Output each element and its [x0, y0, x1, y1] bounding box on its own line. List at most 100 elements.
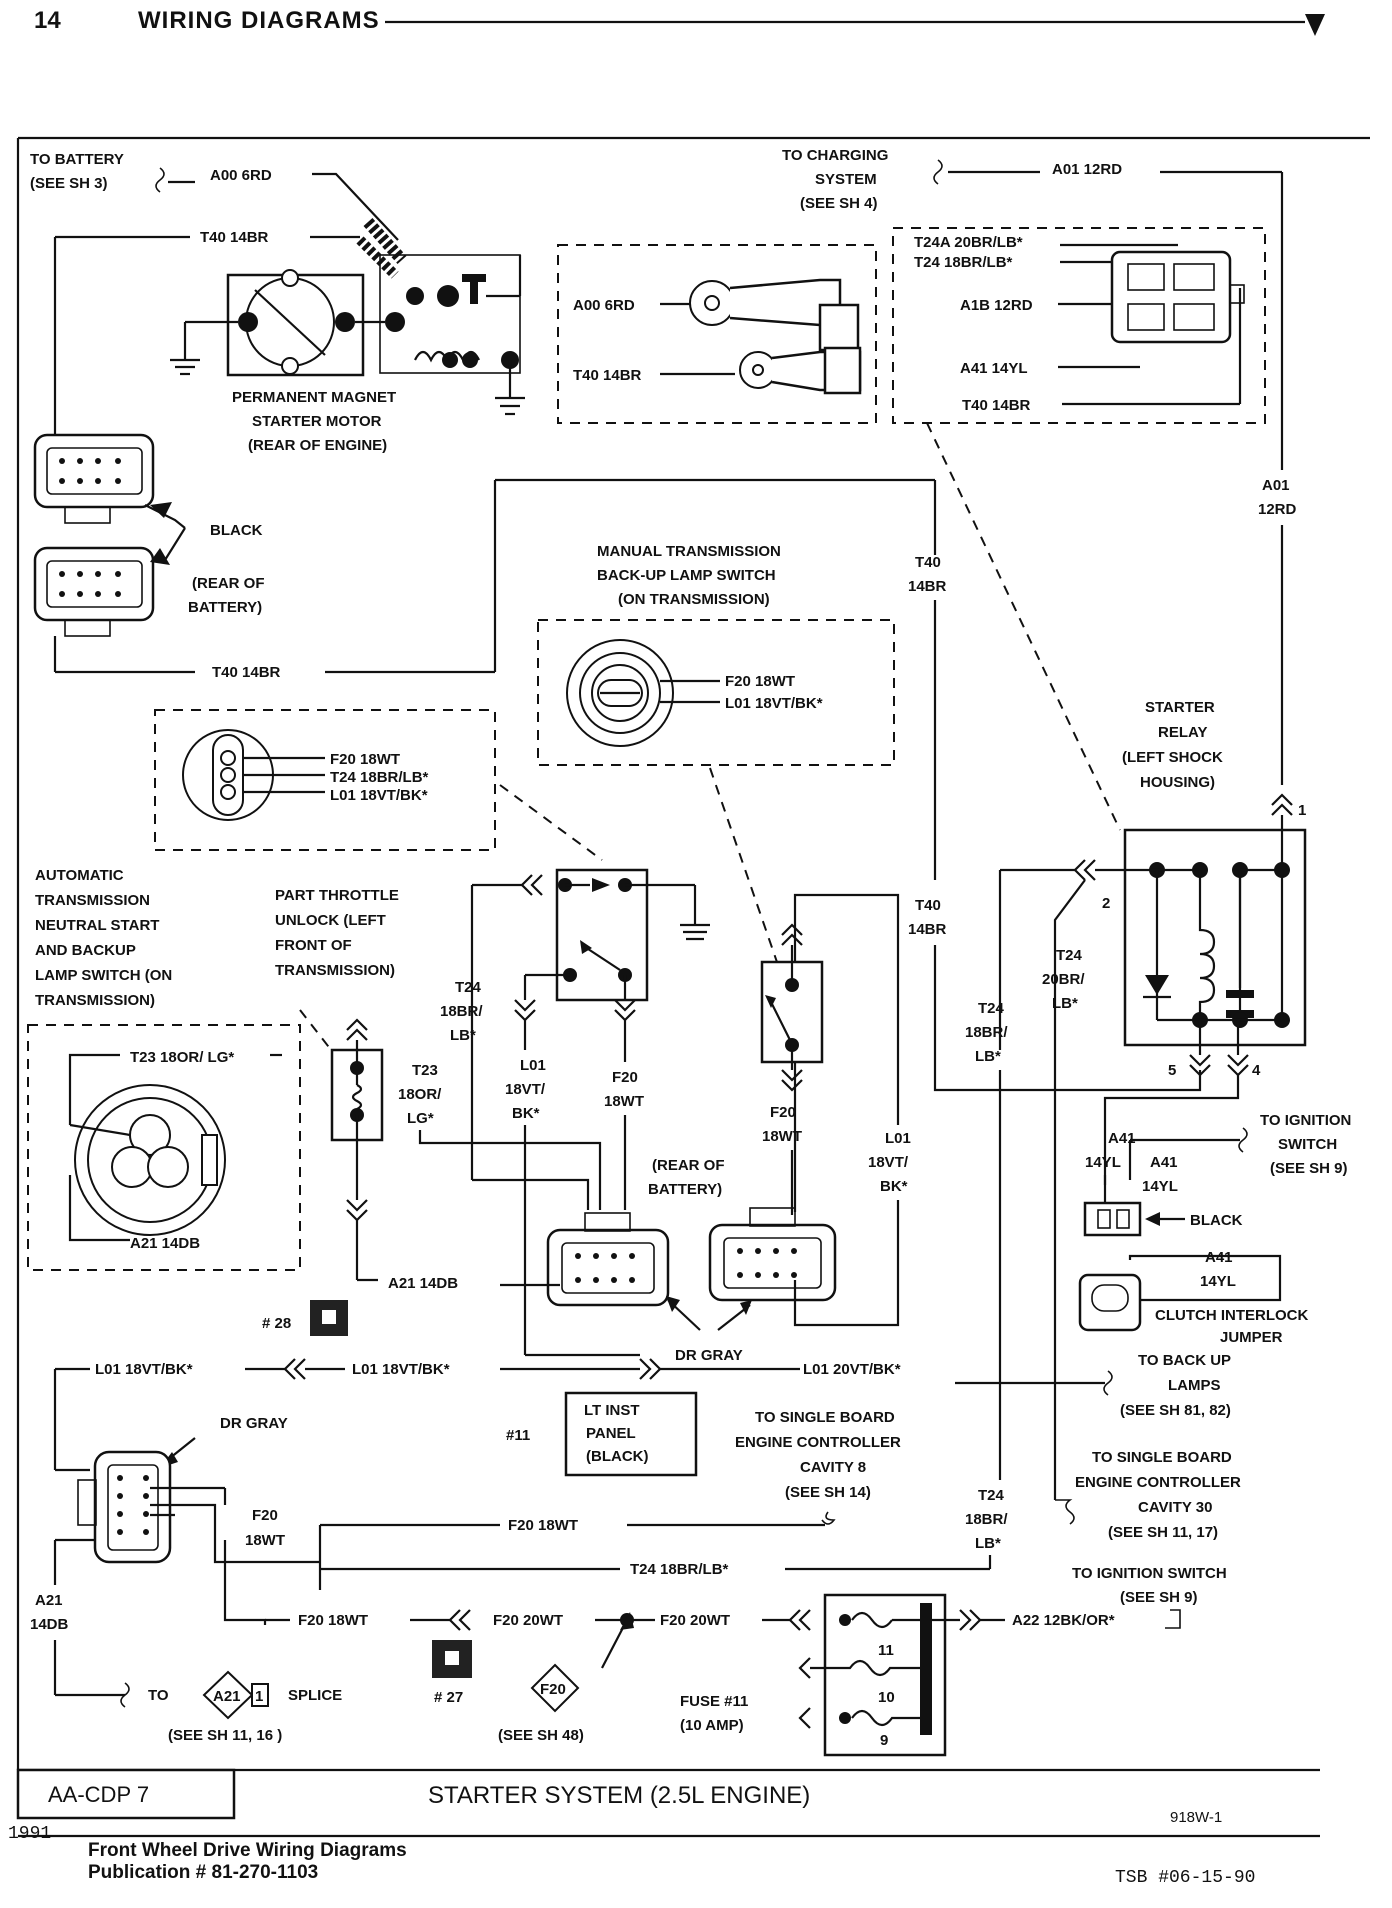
a22-label: A22 12BK/OR*: [1012, 1612, 1115, 1629]
footer: AA-CDP 7 STARTER SYSTEM (2.5L ENGINE) 91…: [8, 1768, 1320, 1888]
ptu-label-3: FRONT OF: [275, 937, 352, 954]
l01-bottom-run: L01 18VT/BK* L01 18VT/BK* L01 20VT/BK* T…: [53, 1352, 1231, 1472]
to-ign-label-4: TO IGNITION SWITCH: [1072, 1565, 1227, 1582]
a21-mid-label: A21 14DB: [388, 1275, 458, 1292]
t24-center-label-b: 18BR/: [440, 1003, 483, 1020]
relay-coil-icon: [1198, 870, 1216, 1020]
t24-18-label: T24 18BR/LB*: [914, 254, 1013, 271]
a41-label-a: A41: [1108, 1130, 1136, 1147]
sbec2-label-2: ENGINE CONTROLLER: [1075, 1474, 1241, 1491]
battery-cable-icon: [363, 217, 407, 265]
auto-switch-group: F20 18WT T24 18BR/LB* L01 18VT/BK*: [154, 709, 496, 851]
pm-motor-label-3: (REAR OF ENGINE): [248, 437, 387, 454]
starter-motor-group: TO BATTERY (SEE SH 3) A00 6RD T40 14BR: [30, 151, 525, 454]
t23-dashed-box: [27, 1024, 301, 1271]
auto-label-1: AUTOMATIC: [35, 867, 124, 884]
auto-label-5: LAMP SWITCH (ON: [35, 967, 172, 984]
dr-gray-connector-left: DR GRAY F20 18WT: [55, 1415, 320, 1625]
to-battery-ref: (SEE SH 3): [30, 175, 108, 192]
arrow-icon: [150, 502, 172, 518]
t40-14br-vert-2b: 14BR: [908, 921, 947, 938]
f20-right-label-a: F20: [770, 1104, 796, 1121]
splice-pin-label: 1: [255, 1688, 263, 1705]
t23-center-label-b: 18OR/: [398, 1086, 442, 1103]
t24-18-right-label-b: 18BR/: [965, 1024, 1008, 1041]
see-sh-48-label: (SEE SH 48): [498, 1727, 584, 1744]
a21-left-label-b: 14DB: [30, 1616, 69, 1633]
dr-gray-connector-arrows: DR GRAY: [666, 1296, 752, 1364]
t40-14br-vert-1a: T40: [915, 554, 941, 571]
t24-auto-label: T24 18BR/LB*: [330, 769, 429, 786]
diagram-frame: [16, 136, 1370, 1770]
t24-18-long-label: T24 18BR/LB*: [630, 1561, 729, 1578]
lt-inst-label-1: LT INST: [584, 1402, 640, 1419]
relay-pin-4-label: 4: [1252, 1062, 1261, 1079]
dr-gray-connector-icon: [93, 1450, 172, 1564]
sbec2-label-1: TO SINGLE BOARD: [1092, 1449, 1232, 1466]
f20-20wt-label-2: F20 20WT: [660, 1612, 730, 1629]
splice-diamond-icon: [202, 1670, 254, 1720]
to-splice-label: TO: [148, 1687, 169, 1704]
dr-gray-label-2: DR GRAY: [220, 1415, 288, 1432]
t24-20-label-a: T24: [1056, 947, 1083, 964]
page-header: 14 WIRING DIAGRAMS: [34, 7, 1325, 36]
sbec1-label-3: CAVITY 8: [800, 1459, 866, 1476]
pm-motor-label-2: STARTER MOTOR: [252, 413, 382, 430]
l01-center-label-a: L01: [520, 1057, 546, 1074]
l01-manual-label: L01 18VT/BK*: [725, 695, 823, 712]
f20-18wt-label-b: 18WT: [245, 1532, 285, 1549]
page-number: 14: [34, 7, 61, 34]
t24a-label: T24A 20BR/LB*: [914, 234, 1023, 251]
f20-manual-label: F20 18WT: [725, 673, 795, 690]
a00-6rd-mid-label: A00 6RD: [573, 297, 635, 314]
a01-12rd-top-label: A01 12RD: [1052, 161, 1122, 178]
t40-14br-vert-1b: 14BR: [908, 578, 947, 595]
fuse-pin-11-label: 11: [878, 1642, 894, 1659]
auto-switch-dashed-box: [154, 709, 496, 851]
to-ign-label-1: TO IGNITION: [1260, 1112, 1351, 1129]
sbec1-label-1: TO SINGLE BOARD: [755, 1409, 895, 1426]
cable-terminals-group: A00 6RD T40 14BR: [557, 244, 877, 424]
charging-relay-connector-group: TO CHARGING SYSTEM (SEE SH 4) A01 12RD A…: [782, 147, 1297, 785]
connector-bottom: [33, 546, 155, 622]
footer-pub-2: Publication # 81-270-1103: [88, 1862, 318, 1883]
fuse-pin-9-label: 9: [880, 1732, 888, 1749]
f20-diamond-label: F20: [540, 1681, 566, 1698]
terminals-dashed-box: [557, 244, 877, 424]
black-arrow-icon: [1145, 1212, 1160, 1226]
relay-pin-5-label: 5: [1168, 1062, 1176, 1079]
rear-battery-label-3: (REAR OF: [652, 1157, 725, 1174]
solenoid-plunger-icon: [462, 274, 486, 282]
f20-right-label-b: 18WT: [762, 1128, 802, 1145]
l01-20vt-label: L01 20VT/BK*: [803, 1361, 901, 1378]
f20-center-label-a: F20: [612, 1069, 638, 1086]
l01-right-label-a: L01: [885, 1130, 911, 1147]
starter-relay-label-2: RELAY: [1158, 724, 1207, 741]
clutch-label-1: CLUTCH INTERLOCK: [1155, 1307, 1308, 1324]
starter-relay-label-3: (LEFT SHOCK: [1122, 749, 1223, 766]
manual-label-2: BACK-UP LAMP SWITCH: [597, 567, 776, 584]
l01-right-label-b: 18VT/: [868, 1154, 909, 1171]
relay-connector-icon: [1110, 250, 1232, 344]
t24-20-label-c: LB*: [1052, 995, 1078, 1012]
splice-word-label: SPLICE: [288, 1687, 342, 1704]
inline-jumper-group: [330, 1018, 384, 1282]
auto-trans-text: AUTOMATIC TRANSMISSION NEUTRAL START AND…: [35, 867, 172, 1009]
a01-right-label-1: A01: [1262, 477, 1290, 494]
auto-label-4: AND BACKUP: [35, 942, 136, 959]
diode-icon: [1145, 975, 1169, 995]
a41-14yl-relay-label: A41 14YL: [960, 360, 1028, 377]
t24-bl-label-c: LB*: [975, 1535, 1001, 1552]
black-jumper-connector: [1083, 1201, 1142, 1237]
rear-battery-label-1: (REAR OF: [192, 575, 265, 592]
t23-label: T23 18OR/ LG*: [130, 1049, 234, 1066]
black-label-2: BLACK: [1190, 1212, 1243, 1229]
to-ign-label-2: SWITCH: [1278, 1136, 1337, 1153]
num28-group: # 28: [262, 1300, 348, 1336]
splice-code-label: A21: [213, 1688, 241, 1705]
t40-14br-mid-label: T40 14BR: [573, 367, 642, 384]
t24-18-right-label-a: T24: [978, 1000, 1005, 1017]
a21-circ-label: A21 14DB: [130, 1235, 200, 1252]
t24-bl-label-b: 18BR/: [965, 1511, 1008, 1528]
starter-relay-label-1: STARTER: [1145, 699, 1215, 716]
